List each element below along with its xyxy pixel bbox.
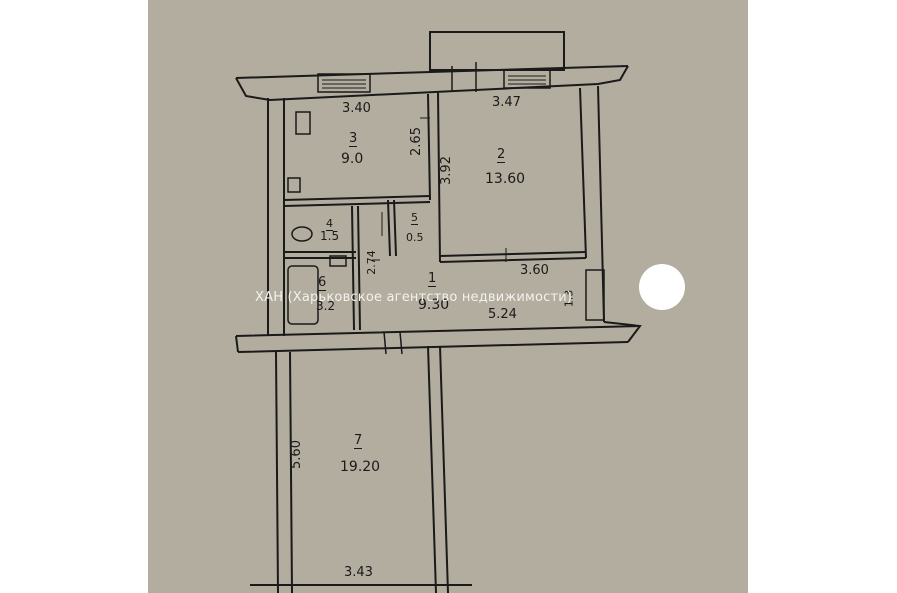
left-outer-wall [267, 98, 285, 336]
room6-number: 6 [318, 275, 327, 291]
top-outer-wall [235, 65, 629, 79]
dim-room3-width: 3.40 [342, 101, 371, 116]
entrance-door [585, 269, 605, 321]
washbasin-icon [329, 255, 347, 267]
room7-number: 7 [354, 433, 363, 449]
dim-room7-depth: 5.60 [288, 440, 304, 469]
room7-area: 19.20 [340, 459, 381, 475]
room4-area: 1.5 [320, 229, 340, 243]
window-left [317, 73, 371, 93]
room7-left-wall [275, 351, 293, 593]
sink-icon [287, 177, 301, 193]
top-wall-profile [235, 65, 629, 102]
room3-area: 9.0 [341, 151, 364, 167]
room2-area: 13.60 [485, 171, 526, 187]
marker-circle [639, 264, 685, 310]
corridor-bottom-wall [235, 325, 641, 353]
window-right [503, 69, 551, 89]
room5-number: 5 [411, 211, 418, 225]
room3-number: 3 [349, 131, 358, 147]
room2-bottom-wall [439, 251, 587, 263]
partition-3-2 [427, 91, 441, 263]
dim-room2-depth: 3.92 [438, 156, 454, 185]
dim-corridor-length: 5.24 [488, 307, 517, 322]
room3-bottom-wall [283, 195, 431, 207]
stove-icon [295, 111, 311, 135]
watermark-text: ХАН (Харьковское агентство недвижимости) [255, 290, 573, 305]
dim-room3-depth: 2.65 [408, 127, 424, 156]
dim-room2-width: 3.47 [492, 95, 521, 110]
right-outer-wall [579, 85, 605, 323]
bath-corridor-wall [351, 205, 361, 331]
bathtub-icon [287, 265, 319, 325]
top-balcony [429, 31, 565, 71]
room4-number: 4 [326, 217, 333, 231]
toilet-icon [291, 226, 313, 242]
room7-right-wall [427, 345, 449, 593]
closet-wall [387, 199, 397, 257]
room5-area: 0.5 [406, 231, 424, 244]
room2-number: 2 [497, 147, 506, 163]
room1-number: 1 [428, 271, 437, 287]
dim-room7-width: 3.43 [344, 565, 373, 580]
room1-area: 9.30 [418, 297, 450, 313]
room6-area: 3.2 [316, 299, 336, 313]
dim-corridor-depth: 2.74 [364, 250, 378, 275]
wc-bath-wall [284, 251, 356, 259]
dim-room2-bottom: 3.60 [520, 263, 549, 278]
